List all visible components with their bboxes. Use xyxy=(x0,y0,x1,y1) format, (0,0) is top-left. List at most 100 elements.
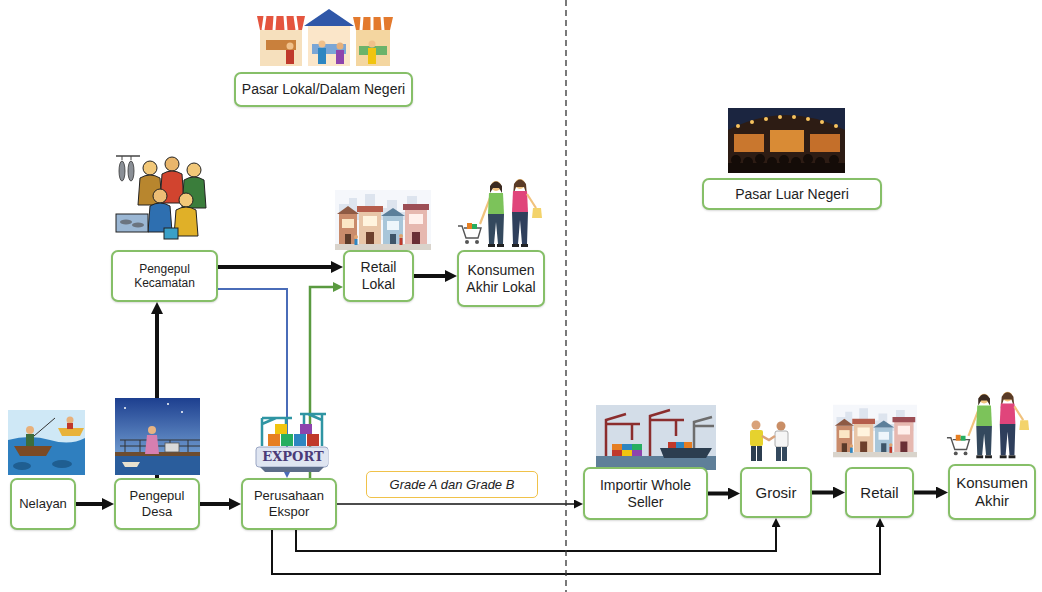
village-collector-illustration-part xyxy=(122,462,140,467)
night-market-photo-part xyxy=(770,130,804,152)
node-text: Importir Whole Seller xyxy=(590,477,701,511)
flow-arrow xyxy=(708,492,731,496)
process-box: Retail xyxy=(845,467,914,518)
night-market-photo-part-part xyxy=(736,124,740,128)
flow-arrow xyxy=(200,502,232,506)
collector-crowd-illustration-part-part xyxy=(187,163,201,177)
shoppers-illustration xyxy=(947,392,1029,458)
port-photo-part xyxy=(612,450,622,456)
market-stalls-illustration-part xyxy=(369,41,376,48)
night-market-photo-part-part xyxy=(803,154,813,164)
port-photo-part xyxy=(660,448,712,458)
traders-illustration-part xyxy=(751,446,756,461)
traders-illustration-part xyxy=(752,421,761,430)
traders-illustration-part xyxy=(777,422,786,431)
village-collector-illustration-part xyxy=(148,426,156,434)
node-text: Retail xyxy=(852,484,907,502)
process-box: Perusahaan Ekspor xyxy=(241,478,337,530)
traders-illustration-part xyxy=(762,436,775,440)
fisherman-illustration-part xyxy=(13,462,31,470)
port-photo-part xyxy=(676,442,684,448)
node-text: Perusahaan Ekspor xyxy=(248,488,330,519)
process-box: Konsumen Akhir Lokal xyxy=(457,250,545,307)
market-stalls-illustration-part xyxy=(266,40,296,50)
night-market-photo-part xyxy=(810,134,840,152)
market-stalls-illustration-part xyxy=(319,41,326,48)
process-box: Pasar Luar Negeri xyxy=(702,178,882,210)
market-stalls-illustration-part xyxy=(353,17,393,30)
collector-crowd-illustration-part xyxy=(116,155,140,157)
market-stalls-illustration-part xyxy=(287,43,294,50)
shops-illustration xyxy=(335,190,431,250)
process-box: Konsumen Akhir xyxy=(948,464,1036,520)
flow-arrow xyxy=(414,274,448,278)
collector-crowd-illustration-part xyxy=(128,161,134,181)
fisherman-illustration-part xyxy=(67,417,74,424)
collector-crowd-illustration-part xyxy=(119,161,125,181)
collector-crowd-illustration-part-part xyxy=(143,161,157,175)
node-text: Grosir xyxy=(747,484,805,502)
node-text: Pasar Lokal/Dalam Negeri xyxy=(241,81,406,98)
market-stalls-illustration-part xyxy=(356,30,390,66)
node-text: Pasar Luar Negeri xyxy=(709,186,875,203)
traders-illustration xyxy=(750,421,788,462)
export-icon xyxy=(256,414,328,472)
shops-illustration xyxy=(833,405,917,458)
night-market-photo-part xyxy=(728,108,845,173)
night-market-photo-part-part xyxy=(806,117,810,121)
process-box: Grosir xyxy=(740,467,812,518)
night-market-photo-part-part xyxy=(778,115,782,119)
traders-illustration-part xyxy=(757,446,762,461)
night-market-photo-part xyxy=(734,134,764,152)
port-photo-part xyxy=(632,450,642,456)
export-icon-part xyxy=(307,434,319,446)
night-market-photo-part-part xyxy=(750,120,754,124)
process-box: Pasar Lokal/Dalam Negeri xyxy=(234,72,413,107)
flow-arrow xyxy=(218,289,287,473)
night-market-photo-part-part xyxy=(764,117,768,121)
export-icon-part xyxy=(262,418,292,446)
collector-crowd-illustration xyxy=(116,156,206,239)
fisherman-illustration xyxy=(8,410,85,475)
night-market-photo-part xyxy=(728,154,845,173)
port-photo-part xyxy=(622,450,632,456)
market-stalls-illustration-part xyxy=(336,50,344,64)
export-icon-part xyxy=(275,424,287,434)
market-divider xyxy=(565,0,566,592)
node-text: Nelayan xyxy=(17,496,69,512)
collector-crowd-illustration-part xyxy=(132,223,144,228)
fisherman-illustration-part xyxy=(26,426,34,434)
village-collector-illustration xyxy=(115,398,200,475)
collector-crowd-illustration-part-part xyxy=(153,189,167,203)
connector-group xyxy=(76,267,939,574)
night-market-photo-part-part xyxy=(834,124,838,128)
node-text: Konsumen Akhir Lokal xyxy=(464,262,538,296)
traders-illustration-part xyxy=(782,447,787,461)
node-text: Pengepul Desa xyxy=(121,488,193,519)
process-box: Nelayan xyxy=(10,478,76,530)
port-photo-part xyxy=(612,444,622,450)
node-text: Konsumen Akhir xyxy=(955,474,1029,510)
market-stalls-illustration-part xyxy=(361,17,383,30)
flow-arrow xyxy=(914,491,939,495)
process-box: Importir Whole Seller xyxy=(583,467,708,520)
night-market-photo-part-part xyxy=(755,154,765,164)
night-market-photo-part-part xyxy=(728,163,845,173)
export-icon-part xyxy=(300,424,312,434)
market-stalls-illustration-part xyxy=(263,16,297,30)
icon-label: EXPORT xyxy=(258,448,328,466)
export-icon-part xyxy=(260,467,324,472)
night-market-photo-part-part xyxy=(792,115,796,119)
night-market-photo xyxy=(728,108,845,173)
market-stalls-illustration-part xyxy=(304,9,354,26)
port-photo-part xyxy=(668,442,676,448)
flow-arrow xyxy=(218,265,334,269)
night-market-photo-part-part xyxy=(820,120,824,124)
collector-crowd-illustration-part xyxy=(120,220,132,225)
collector-crowd-illustration-part-part xyxy=(116,214,148,232)
night-market-photo-part xyxy=(736,115,838,128)
fisherman-illustration-part xyxy=(8,437,85,475)
export-icon-part xyxy=(294,434,306,446)
market-stalls-illustration xyxy=(257,9,393,66)
